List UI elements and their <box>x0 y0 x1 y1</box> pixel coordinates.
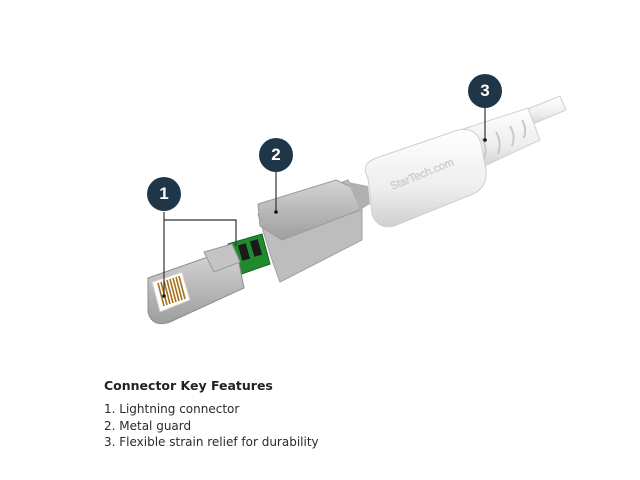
features-list: Connector Key Features 1. Lightning conn… <box>104 378 319 451</box>
white-housing: StarTech.com <box>364 128 487 228</box>
metal-guard <box>257 179 370 283</box>
lightning-plug <box>147 243 245 325</box>
leader-lines <box>163 104 486 296</box>
feature-item-1: 1. Lightning connector <box>104 402 240 416</box>
cable-illustration: StarTech.com <box>147 95 567 325</box>
callout-3: 3 <box>468 74 502 108</box>
feature-item-3: 3. Flexible strain relief for durability <box>104 435 319 449</box>
feature-item-2: 2. Metal guard <box>104 418 192 433</box>
callout-2: 2 <box>259 138 293 172</box>
callout-1: 1 <box>147 177 181 211</box>
features-title: Connector Key Features <box>104 378 273 393</box>
connector-diagram: StarTech.com <box>147 74 567 325</box>
